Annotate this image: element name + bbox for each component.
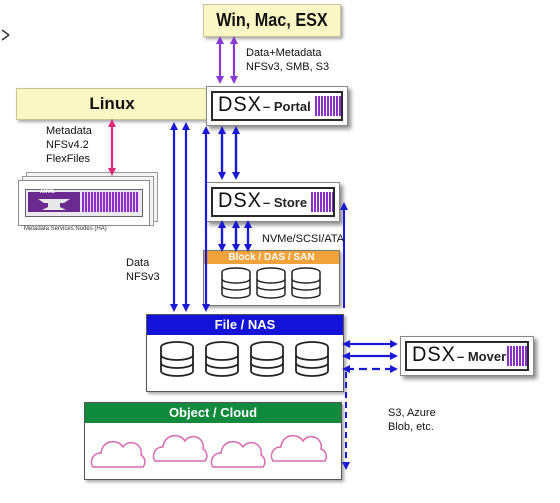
metadata-nodes-caption: Metadata Services Nodes (HA) xyxy=(24,226,107,232)
anvil-icon xyxy=(34,193,74,211)
linux-box: Linux xyxy=(16,88,208,120)
metadata-protocols-line-3: FlexFiles xyxy=(46,153,91,165)
dsx-portal-module: DSX – Portal xyxy=(206,86,348,126)
dsx-mover-frame: DSX – Mover xyxy=(405,341,529,371)
linux-label: Linux xyxy=(89,94,135,113)
data-protocols-line-1: Data xyxy=(126,257,150,269)
disk-icon xyxy=(295,341,329,377)
cloud-icon xyxy=(270,434,328,462)
file-header: File / NAS xyxy=(147,315,343,335)
block-header: Block / DAS / SAN xyxy=(204,251,339,264)
data-protocols-label: Data NFSv3 xyxy=(126,256,160,284)
dsx-mover-bar xyxy=(507,346,527,366)
metadata-node-front: ANVIL xyxy=(18,180,150,226)
block-storage: Block / DAS / SAN xyxy=(203,250,340,306)
cloud-protocols-label: S3, Azure Blob, etc. xyxy=(388,406,436,434)
dsx-portal-name: – Portal xyxy=(263,99,311,114)
cloud-protocols-line-1: S3, Azure xyxy=(388,407,436,419)
metadata-nodes-stack: ANVIL Metadata Services Nodes (HA) xyxy=(18,172,158,238)
dsx-mover-name: – Mover xyxy=(457,349,507,364)
block-protocols-label: NVMe/SCSI/ATA xyxy=(262,233,345,245)
disk-icon xyxy=(250,341,284,377)
client-protocols-line-2: NFSv3, SMB, S3 xyxy=(246,61,330,73)
dsx-store-logo: DSX xyxy=(218,189,262,212)
dsx-portal-logo: DSX xyxy=(218,93,262,116)
object-cloud-storage: Object / Cloud xyxy=(84,402,342,480)
cloud-icons xyxy=(90,434,328,468)
disk-icon xyxy=(205,341,239,377)
cloud-icon xyxy=(152,434,208,462)
metadata-protocols-line-2: NFSv4.2 xyxy=(46,139,89,151)
metadata-protocols-line-1: Metadata xyxy=(46,125,92,137)
dsx-portal-frame: DSX – Portal xyxy=(211,91,343,121)
dsx-store-bar xyxy=(311,192,333,212)
corner-mark xyxy=(0,28,12,42)
data-protocols-line-2: NFSv3 xyxy=(126,271,160,283)
dsx-portal-bar xyxy=(315,96,341,116)
object-header: Object / Cloud xyxy=(85,403,341,423)
dsx-store-module: DSX – Store xyxy=(206,182,340,222)
dsx-store-frame: DSX – Store xyxy=(211,187,335,217)
file-disk-icons xyxy=(160,341,329,377)
cloud-icon xyxy=(210,440,266,468)
dsx-mover-logo: DSX xyxy=(412,343,456,366)
dsx-mover-module: DSX – Mover xyxy=(400,336,534,376)
anvil-badge: ANVIL xyxy=(40,189,55,195)
dsx-store-name: – Store xyxy=(263,195,308,210)
clients-box: Win, Mac, ESX xyxy=(203,4,341,37)
client-protocols-label: Data+Metadata NFSv3, SMB, S3 xyxy=(246,46,329,74)
disk-icon xyxy=(221,267,251,299)
file-nas-storage: File / NAS xyxy=(146,314,344,392)
cloud-icon xyxy=(90,440,146,468)
clients-label: Win, Mac, ESX xyxy=(216,10,328,30)
cloud-protocols-line-2: Blob, etc. xyxy=(388,421,434,433)
disk-icon xyxy=(160,341,194,377)
metadata-protocols-label: Metadata NFSv4.2 FlexFiles xyxy=(46,124,92,166)
disk-icon xyxy=(256,267,286,299)
block-disk-icons xyxy=(221,267,321,299)
client-protocols-line-1: Data+Metadata xyxy=(246,47,322,59)
disk-icon xyxy=(291,267,321,299)
